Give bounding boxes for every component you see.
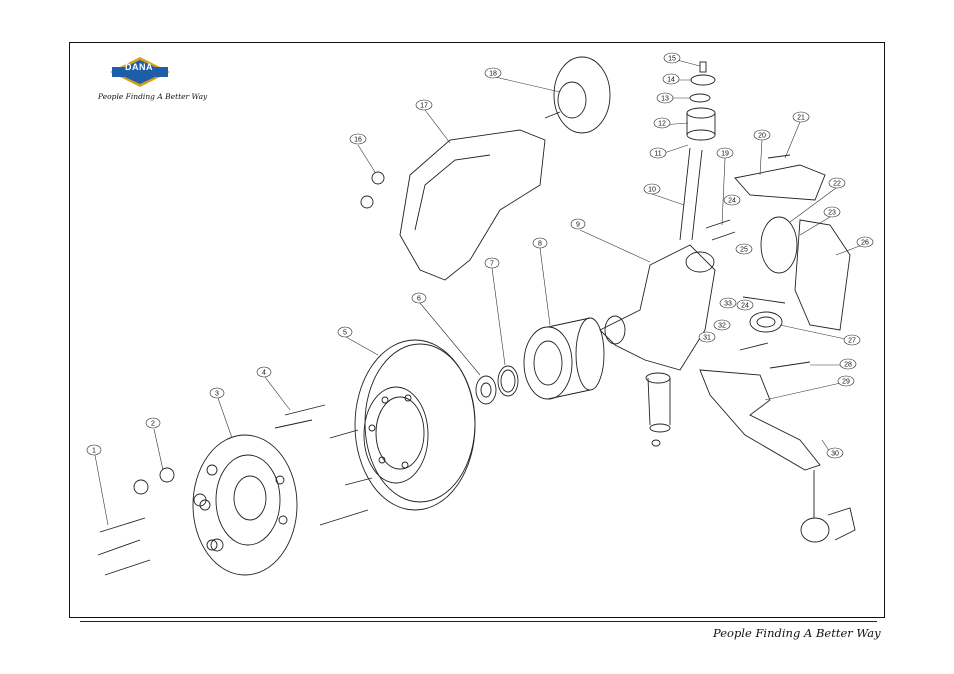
callout-15: 15 bbox=[664, 53, 680, 63]
callout-8: 8 bbox=[533, 238, 547, 248]
svg-text:28: 28 bbox=[844, 362, 852, 369]
callout-20: 20 bbox=[754, 130, 770, 140]
svg-text:20: 20 bbox=[758, 133, 766, 140]
callout-30a: 30 bbox=[827, 448, 843, 458]
callout-10: 10 bbox=[644, 184, 660, 194]
svg-text:24: 24 bbox=[728, 198, 736, 205]
callout-6: 6 bbox=[412, 293, 426, 303]
nut-washer-parts bbox=[476, 366, 518, 404]
svg-text:22: 22 bbox=[833, 181, 841, 188]
svg-text:30: 30 bbox=[831, 451, 839, 458]
svg-text:32: 32 bbox=[718, 323, 726, 330]
svg-text:21: 21 bbox=[797, 115, 805, 122]
callout-33: 33 bbox=[720, 298, 736, 308]
steering-knuckle-part bbox=[600, 245, 715, 370]
callout-9: 9 bbox=[571, 219, 585, 229]
callout-28: 28 bbox=[840, 359, 856, 369]
svg-text:31: 31 bbox=[703, 335, 711, 342]
wheel-hub-part bbox=[524, 318, 604, 399]
callout-31: 31 bbox=[699, 332, 715, 342]
callout-26: 26 bbox=[857, 237, 873, 247]
svg-text:7: 7 bbox=[490, 261, 494, 268]
callout-7: 7 bbox=[485, 258, 499, 268]
callout-19: 19 bbox=[717, 148, 733, 158]
thrust-bearing-part bbox=[750, 312, 782, 332]
svg-text:1: 1 bbox=[92, 448, 96, 455]
callout-17: 17 bbox=[416, 100, 432, 110]
svg-text:18: 18 bbox=[489, 71, 497, 78]
svg-text:27: 27 bbox=[848, 338, 856, 345]
callout-23: 23 bbox=[824, 207, 840, 217]
callout-18: 18 bbox=[485, 68, 501, 78]
brake-rotor-part bbox=[355, 340, 475, 510]
lug-nuts-parts bbox=[134, 172, 384, 551]
svg-text:17: 17 bbox=[420, 103, 428, 110]
hub-flange-part bbox=[193, 435, 297, 575]
leader-lines bbox=[95, 60, 862, 525]
svg-text:4: 4 bbox=[262, 370, 266, 377]
svg-text:10: 10 bbox=[648, 187, 656, 194]
part-callouts: 1 2 3 4 5 6 7 8 9 10 11 12 13 14 15 16 1… bbox=[87, 53, 873, 458]
svg-text:14: 14 bbox=[667, 77, 675, 84]
svg-text:12: 12 bbox=[658, 121, 666, 128]
kingpin-stack-parts bbox=[680, 62, 715, 240]
svg-text:9: 9 bbox=[576, 222, 580, 229]
ball-joint-part bbox=[801, 470, 855, 542]
callout-27: 27 bbox=[844, 335, 860, 345]
callout-29: 29 bbox=[838, 376, 854, 386]
svg-text:15: 15 bbox=[668, 56, 676, 63]
svg-text:11: 11 bbox=[654, 151, 661, 158]
callout-5: 5 bbox=[338, 327, 352, 337]
svg-text:6: 6 bbox=[417, 296, 421, 303]
svg-text:13: 13 bbox=[661, 96, 669, 103]
svg-text:5: 5 bbox=[343, 330, 347, 337]
svg-text:16: 16 bbox=[354, 137, 362, 144]
callout-30b: 30 bbox=[822, 435, 830, 442]
svg-text:19: 19 bbox=[721, 151, 729, 158]
svg-text:33: 33 bbox=[724, 301, 732, 308]
callout-21: 21 bbox=[793, 112, 809, 122]
caliper-bracket-part bbox=[400, 130, 545, 280]
svg-text:25: 25 bbox=[740, 247, 748, 254]
callout-32: 32 bbox=[714, 320, 730, 330]
callout-13: 13 bbox=[657, 93, 673, 103]
callout-25: 25 bbox=[736, 244, 752, 254]
knuckle-bolts-parts bbox=[646, 220, 810, 446]
callout-3: 3 bbox=[210, 388, 224, 398]
callout-22: 22 bbox=[829, 178, 845, 188]
svg-text:26: 26 bbox=[861, 240, 869, 247]
callout-24a: 24 bbox=[724, 195, 740, 205]
tie-rod-arm-part bbox=[700, 370, 820, 470]
callout-14: 14 bbox=[663, 74, 679, 84]
callout-24b: 24 bbox=[737, 300, 753, 310]
callout-1: 1 bbox=[87, 445, 101, 455]
callout-11: 11 bbox=[650, 148, 666, 158]
svg-text:8: 8 bbox=[538, 241, 542, 248]
callout-4: 4 bbox=[257, 367, 271, 377]
svg-text:3: 3 bbox=[215, 391, 219, 398]
svg-text:23: 23 bbox=[828, 210, 836, 217]
callout-2: 2 bbox=[146, 418, 160, 428]
callout-12: 12 bbox=[654, 118, 670, 128]
callout-16: 16 bbox=[350, 134, 366, 144]
brake-chamber-part bbox=[545, 57, 610, 133]
svg-text:29: 29 bbox=[842, 379, 850, 386]
steering-arm-upper-part bbox=[735, 155, 825, 200]
svg-text:2: 2 bbox=[151, 421, 155, 428]
svg-text:24: 24 bbox=[741, 303, 749, 310]
